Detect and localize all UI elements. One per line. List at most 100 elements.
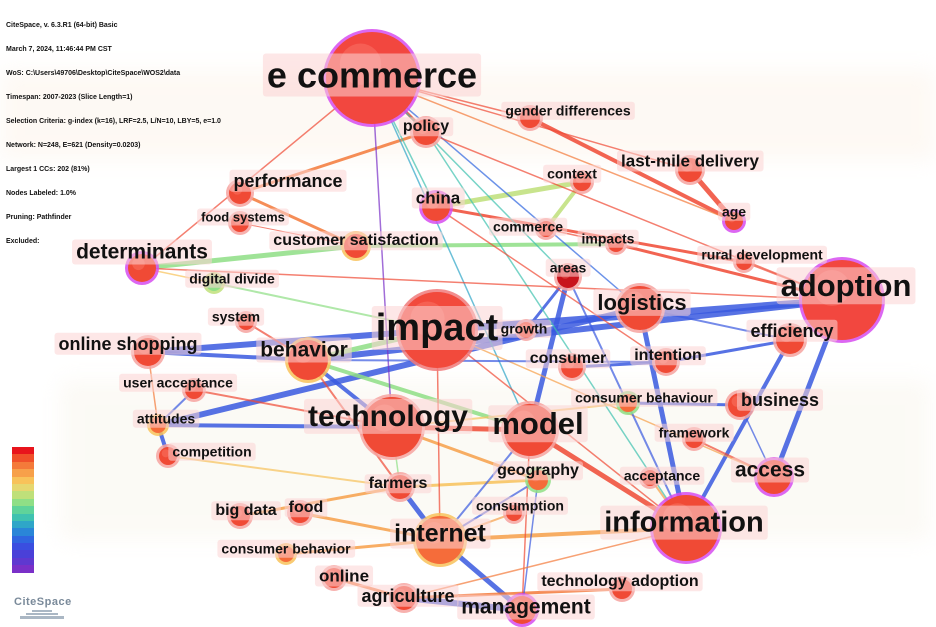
label-model[interactable]: model	[488, 405, 588, 443]
label-rural_development[interactable]: rural development	[697, 245, 828, 264]
edge-e_commerce-age	[371, 77, 735, 222]
keyword-label: food systems	[201, 209, 285, 224]
label-background	[730, 457, 810, 483]
label-consumption[interactable]: consumption	[472, 496, 568, 515]
label-commerce[interactable]: commerce	[488, 217, 568, 236]
label-background	[543, 164, 602, 183]
label-policy[interactable]: policy	[398, 117, 454, 137]
label-framework[interactable]: framework	[654, 423, 734, 442]
keyword-label: access	[735, 459, 805, 482]
label-background	[168, 442, 256, 461]
label-background	[488, 217, 568, 236]
label-digital_divide[interactable]: digital divide	[185, 269, 279, 288]
label-online[interactable]: online	[314, 565, 374, 587]
label-user_acceptance[interactable]: user acceptance	[119, 373, 238, 392]
keyword-label: intention	[634, 347, 702, 364]
keyword-label: consumer	[530, 350, 606, 367]
label-background	[501, 101, 635, 120]
label-business[interactable]: business	[736, 388, 824, 411]
software-version: CiteSpace, v. 6.3.R1 (64-bit) Basic	[6, 22, 118, 29]
label-management[interactable]: management	[457, 594, 595, 620]
edge-attitudes-logistics	[155, 305, 643, 428]
label-access[interactable]: access	[730, 457, 810, 483]
label-big_data[interactable]: big data	[211, 501, 281, 521]
label-growth[interactable]: growth	[496, 319, 552, 338]
keyword-label: management	[461, 596, 591, 619]
label-consumer_behavior[interactable]: consumer behavior	[217, 539, 356, 558]
wos-path: WoS: C:\Users\49706\Desktop\CiteSpace\WO…	[6, 70, 181, 77]
label-consumer_behaviour[interactable]: consumer behaviour	[571, 388, 718, 407]
label-efficiency[interactable]: efficiency	[746, 319, 838, 342]
label-behavior[interactable]: behavior	[256, 337, 352, 363]
label-adoption[interactable]: adoption	[776, 267, 916, 305]
keyword-label: framework	[659, 425, 730, 441]
label-acceptance[interactable]: acceptance	[619, 466, 705, 485]
pruning: Pruning: Pathfinder	[6, 214, 72, 221]
label-competition[interactable]: competition	[168, 442, 256, 461]
keyword-label: commerce	[493, 219, 563, 235]
label-background	[357, 584, 459, 607]
label-background	[493, 461, 583, 481]
label-customer_satisfaction[interactable]: customer satisfaction	[269, 231, 443, 251]
label-e_commerce[interactable]: e commerce	[262, 53, 482, 97]
edge-china-intention	[435, 206, 667, 363]
label-farmers[interactable]: farmers	[364, 474, 432, 494]
edge-e_commerce-model	[371, 77, 531, 431]
label-areas[interactable]: areas	[545, 258, 591, 277]
label-background	[472, 496, 568, 515]
label-background	[654, 423, 734, 442]
citespace-logo-text: CiteSpace	[14, 596, 72, 608]
keyword-label: areas	[550, 260, 587, 276]
keyword-label: consumer behavior	[221, 541, 351, 557]
label-performance[interactable]: performance	[229, 169, 347, 192]
label-background	[746, 319, 838, 342]
label-technology_adoption[interactable]: technology adoption	[537, 572, 703, 592]
label-background	[488, 405, 588, 443]
label-impacts[interactable]: impacts	[577, 229, 639, 248]
keyword-label: consumer behaviour	[575, 390, 713, 406]
keyword-label: food	[289, 499, 324, 516]
label-background	[197, 208, 289, 226]
label-determinants[interactable]: determinants	[72, 239, 212, 265]
label-background	[256, 337, 352, 363]
label-internet[interactable]: internet	[390, 518, 491, 549]
label-technology[interactable]: technology	[303, 398, 473, 434]
label-impact[interactable]: impact	[371, 306, 503, 351]
label-online_shopping[interactable]: online shopping	[54, 332, 202, 355]
label-background	[119, 373, 238, 392]
label-food[interactable]: food	[284, 498, 328, 518]
label-intention[interactable]: intention	[630, 346, 706, 366]
label-background	[496, 319, 552, 338]
label-context[interactable]: context	[543, 164, 602, 183]
label-agriculture[interactable]: agriculture	[357, 584, 459, 607]
label-geography[interactable]: geography	[493, 461, 583, 481]
timespan: Timespan: 2007-2023 (Slice Length=1)	[6, 94, 133, 101]
label-background	[717, 202, 751, 221]
label-background	[398, 117, 454, 137]
label-consumer[interactable]: consumer	[525, 349, 611, 369]
keyword-label: growth	[501, 321, 548, 337]
label-background	[217, 539, 356, 558]
largest-cc: Largest 1 CCs: 202 (81%)	[6, 166, 90, 173]
keyword-label: online	[319, 566, 369, 585]
keyword-label: performance	[233, 171, 342, 191]
label-gender_differences[interactable]: gender differences	[501, 101, 635, 120]
label-china[interactable]: china	[411, 187, 465, 209]
label-information[interactable]: information	[600, 505, 768, 540]
label-last_mile[interactable]: last-mile delivery	[617, 150, 764, 172]
label-background	[211, 501, 281, 521]
label-background	[229, 169, 347, 192]
keyword-label: big data	[215, 502, 276, 519]
label-age[interactable]: age	[717, 202, 751, 221]
label-logistics[interactable]: logistics	[593, 288, 691, 316]
label-system[interactable]: system	[207, 307, 265, 326]
edge-behavior-intention	[307, 359, 667, 363]
label-attitudes[interactable]: attitudes	[132, 409, 200, 428]
keyword-label: farmers	[369, 475, 428, 492]
label-background	[262, 53, 482, 97]
legend-swatch-2008	[12, 557, 34, 566]
label-food_systems[interactable]: food systems	[197, 208, 289, 226]
network-stats: Network: N=248, E=621 (Density=0.0203)	[6, 142, 141, 149]
node-highlight	[161, 449, 170, 458]
